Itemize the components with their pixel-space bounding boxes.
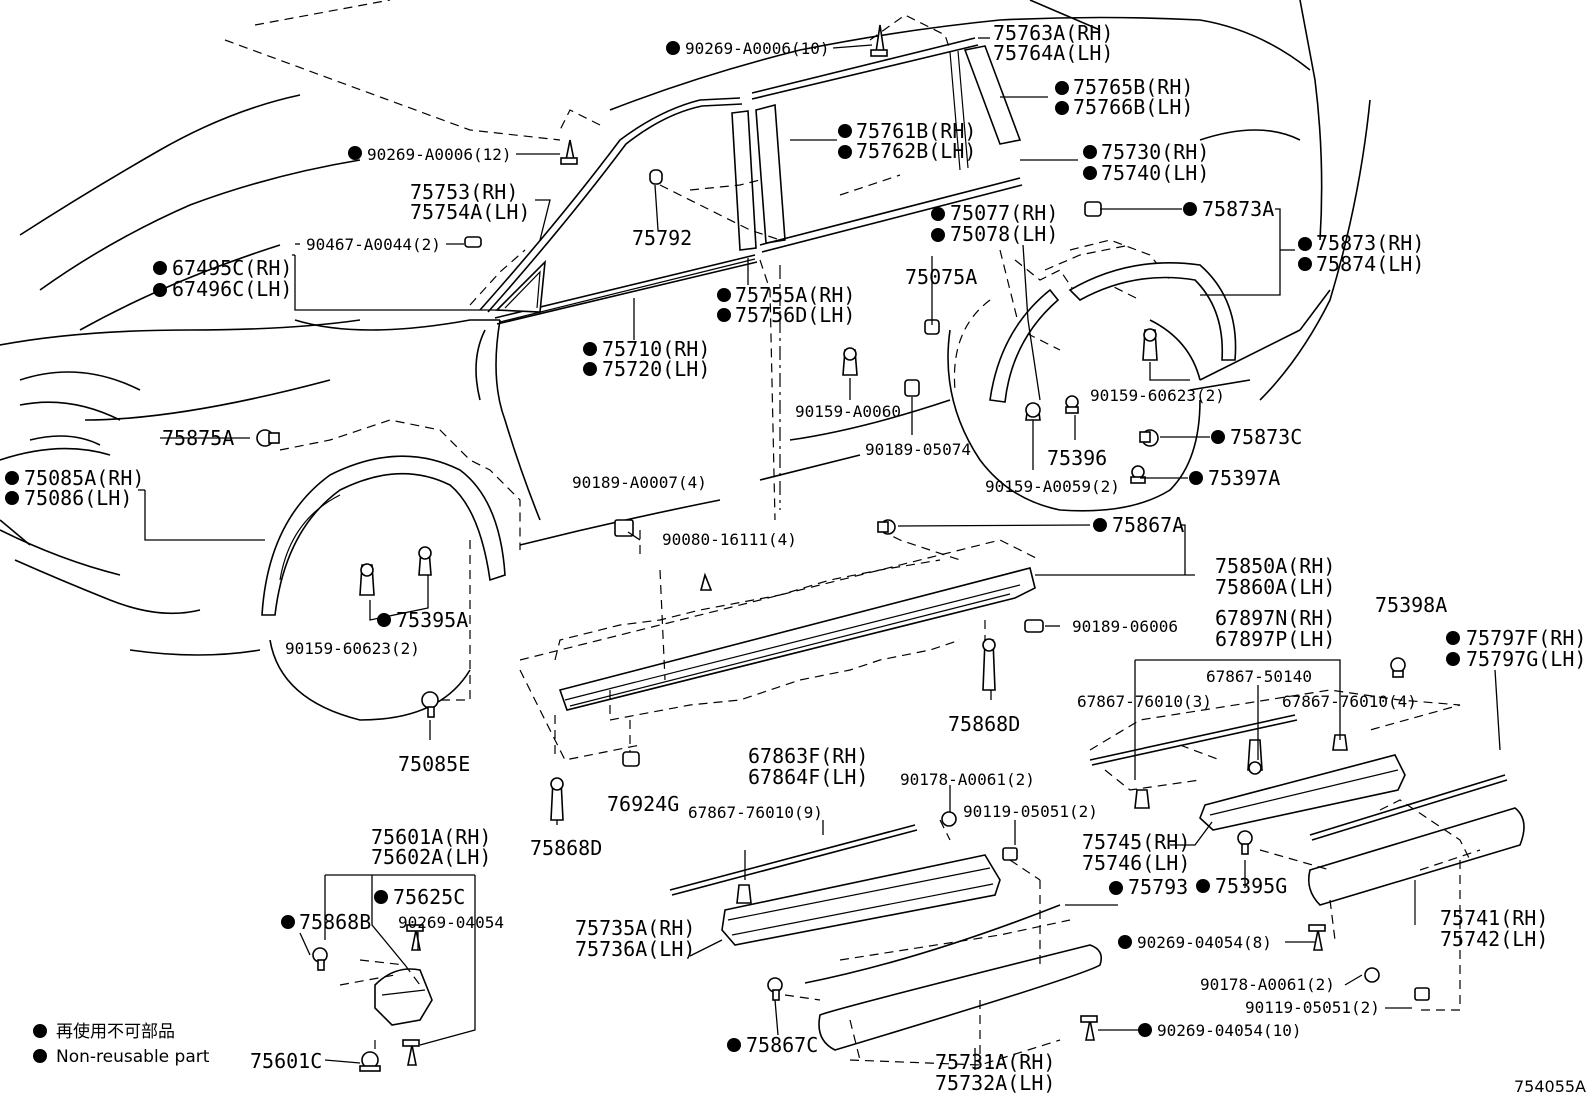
label-75730: 75730(RH) (1101, 140, 1209, 164)
rocker-mouldings (339, 529, 1525, 1066)
label-90119-05051-2-top: 90119-05051(2) (963, 802, 1098, 821)
label-90080-16111: 90080-16111(4) (662, 530, 797, 549)
label-75797F: 75797F(RH) (1466, 626, 1586, 650)
label-75395A: 75395A (396, 608, 468, 632)
label-75875A: 75875A (162, 426, 234, 450)
label-75397A: 75397A (1208, 466, 1280, 490)
label-75601C: 75601C (250, 1049, 322, 1073)
label-67867-76010-9: 67867-76010(9) (688, 803, 823, 822)
label-75395G: 75395G (1215, 874, 1287, 898)
label-75754A: 75754A(LH) (410, 200, 530, 224)
label-75797G: 75797G(LH) (1466, 647, 1586, 671)
label-75075A: 75075A (905, 265, 977, 289)
label-67897P: 67897P(LH) (1215, 627, 1335, 651)
label-75761B: 75761B(RH) (856, 119, 976, 143)
label-75078: 75078(LH) (950, 222, 1058, 246)
label-75762B: 75762B(LH) (856, 139, 976, 163)
window-frame-mouldings (469, 14, 1023, 521)
legend-japanese: 再使用不可部品 (56, 1021, 175, 1042)
label-75850A: 75850A(RH) (1215, 554, 1335, 578)
leader-lines (138, 37, 1501, 1070)
label-75735A: 75735A(RH) (575, 916, 695, 940)
label-67897N: 67897N(RH) (1215, 606, 1335, 630)
label-75731A: 75731A(RH) (935, 1050, 1055, 1074)
label-90178-A0061-2-top: 90178-A0061(2) (900, 770, 1035, 789)
label-75868D-right: 75868D (948, 712, 1020, 736)
label-75085A: 75085A(RH) (24, 466, 144, 490)
label-75766B: 75766B(LH) (1073, 95, 1193, 119)
label-75756D: 75756D(LH) (735, 303, 855, 327)
label-75763A: 75763A(RH) (993, 21, 1113, 45)
label-90159-A0059: 90159-A0059(2) (985, 477, 1120, 496)
label-67863F: 67863F(RH) (748, 744, 868, 768)
label-67496C: 67496C(LH) (172, 277, 292, 301)
label-90189-A0007: 90189-A0007(4) (572, 473, 707, 492)
label-75746: 75746(LH) (1082, 851, 1190, 875)
label-90159-60623-2-left: 90159-60623(2) (285, 639, 420, 658)
label-67867-76010-4: 67867-76010(4) (1282, 692, 1417, 711)
label-90269-A0006-10: 90269-A0006(10) (685, 39, 830, 58)
legend-dot-en (33, 1049, 47, 1063)
label-75867C: 75867C (746, 1033, 818, 1057)
label-75873A-top: 75873A (1202, 197, 1274, 221)
label-67495C: 67495C(RH) (172, 256, 292, 280)
label-67867-50140: 67867-50140 (1206, 667, 1312, 686)
legend: 再使用不可部品 Non-reusable part (56, 1021, 210, 1067)
label-90159-A0060: 90159-A0060 (795, 402, 901, 421)
label-90269-04054-8: 90269-04054(8) (1137, 933, 1272, 952)
label-75868D-left: 75868D (530, 836, 602, 860)
label-75874: 75874(LH) (1316, 252, 1424, 276)
non-reusable-markers (5, 41, 1460, 1063)
label-75077: 75077(RH) (950, 201, 1058, 225)
label-90189-05074: 90189-05074 (865, 440, 971, 459)
diagram-code: 754055A (1514, 1077, 1586, 1096)
label-75086: 75086(LH) (24, 486, 132, 510)
label-75741: 75741(RH) (1440, 906, 1548, 930)
label-75793: 75793 (1128, 875, 1188, 899)
label-75792: 75792 (632, 226, 692, 250)
label-75873C: 75873C (1230, 425, 1302, 449)
part-number-labels: 90269-A0006(10) 75763A(RH) 75764A(LH) 75… (24, 21, 1586, 1095)
label-75732A: 75732A(LH) (935, 1071, 1055, 1095)
label-90119-05051-2-bottom: 90119-05051(2) (1245, 998, 1380, 1017)
legend-english: Non-reusable part (56, 1047, 210, 1067)
label-75868B: 75868B (299, 910, 371, 934)
label-75396: 75396 (1047, 446, 1107, 470)
legend-dot-jp (33, 1024, 47, 1038)
wheel-arch-mouldings (261, 244, 1237, 701)
label-90269-04054-10: 90269-04054(10) (1157, 1021, 1302, 1040)
label-75745: 75745(RH) (1082, 830, 1190, 854)
label-75873: 75873(RH) (1316, 231, 1424, 255)
label-75860A: 75860A(LH) (1215, 575, 1335, 599)
label-75601A: 75601A(RH) (371, 825, 491, 849)
label-67867-76010-3: 67867-76010(3) (1077, 692, 1212, 711)
label-75753: 75753(RH) (410, 180, 518, 204)
label-75085E: 75085E (398, 752, 470, 776)
label-75720: 75720(LH) (602, 357, 710, 381)
label-76924G: 76924G (607, 792, 679, 816)
label-75602A: 75602A(LH) (371, 845, 491, 869)
label-75765B: 75765B(RH) (1073, 75, 1193, 99)
label-75736A: 75736A(LH) (575, 937, 695, 961)
label-90189-06006: 90189-06006 (1072, 617, 1178, 636)
label-75710: 75710(RH) (602, 337, 710, 361)
label-67864F: 67864F(LH) (748, 765, 868, 789)
fastener-icon (359, 328, 1348, 904)
label-75867A: 75867A (1112, 513, 1184, 537)
fastener-hardware (256, 24, 1430, 1072)
label-90269-04054: 90269-04054 (398, 913, 504, 932)
label-75742: 75742(LH) (1440, 927, 1548, 951)
label-90159-60623-2-right: 90159-60623(2) (1090, 386, 1225, 405)
label-75764A: 75764A(LH) (993, 41, 1113, 65)
label-90178-A0061-2-bottom: 90178-A0061(2) (1200, 975, 1335, 994)
label-75755A: 75755A(RH) (735, 283, 855, 307)
label-90269-A0006-12: 90269-A0006(12) (367, 145, 512, 164)
push-pin-icon (256, 395, 1406, 1072)
label-75625C: 75625C (393, 885, 465, 909)
label-90467-A0044: 90467-A0044(2) (306, 235, 441, 254)
label-75740: 75740(LH) (1101, 161, 1209, 185)
label-75398A: 75398A (1375, 593, 1447, 617)
